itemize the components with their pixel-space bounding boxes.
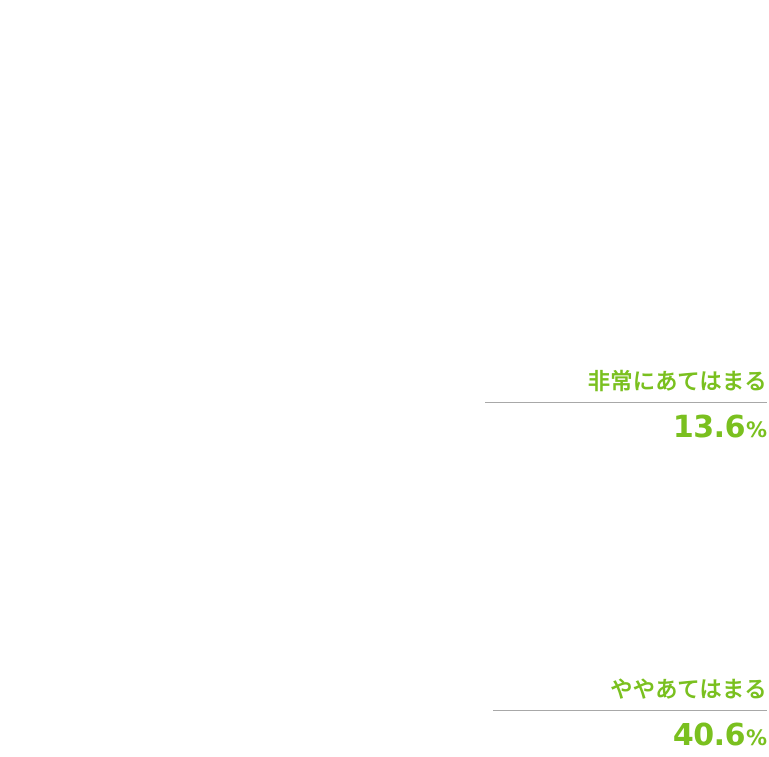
callout-divider — [493, 710, 767, 711]
data-label-very-applicable: 13.6% — [485, 411, 767, 449]
value-number: 13.6 — [672, 410, 746, 445]
category-label-very-applicable: 非常にあてはまる — [587, 370, 767, 395]
callout-somewhat-applicable: ややあてはまる 40.6% — [493, 676, 767, 757]
callout-divider — [485, 402, 767, 403]
category-label-somewhat-applicable: ややあてはまる — [610, 678, 767, 703]
callout-very-applicable: 非常にあてはまる 13.6% — [485, 368, 767, 449]
value-number: 40.6 — [672, 718, 746, 753]
data-label-somewhat-applicable: 40.6% — [493, 719, 767, 757]
percent-unit: % — [745, 418, 767, 442]
percent-unit: % — [745, 726, 767, 750]
